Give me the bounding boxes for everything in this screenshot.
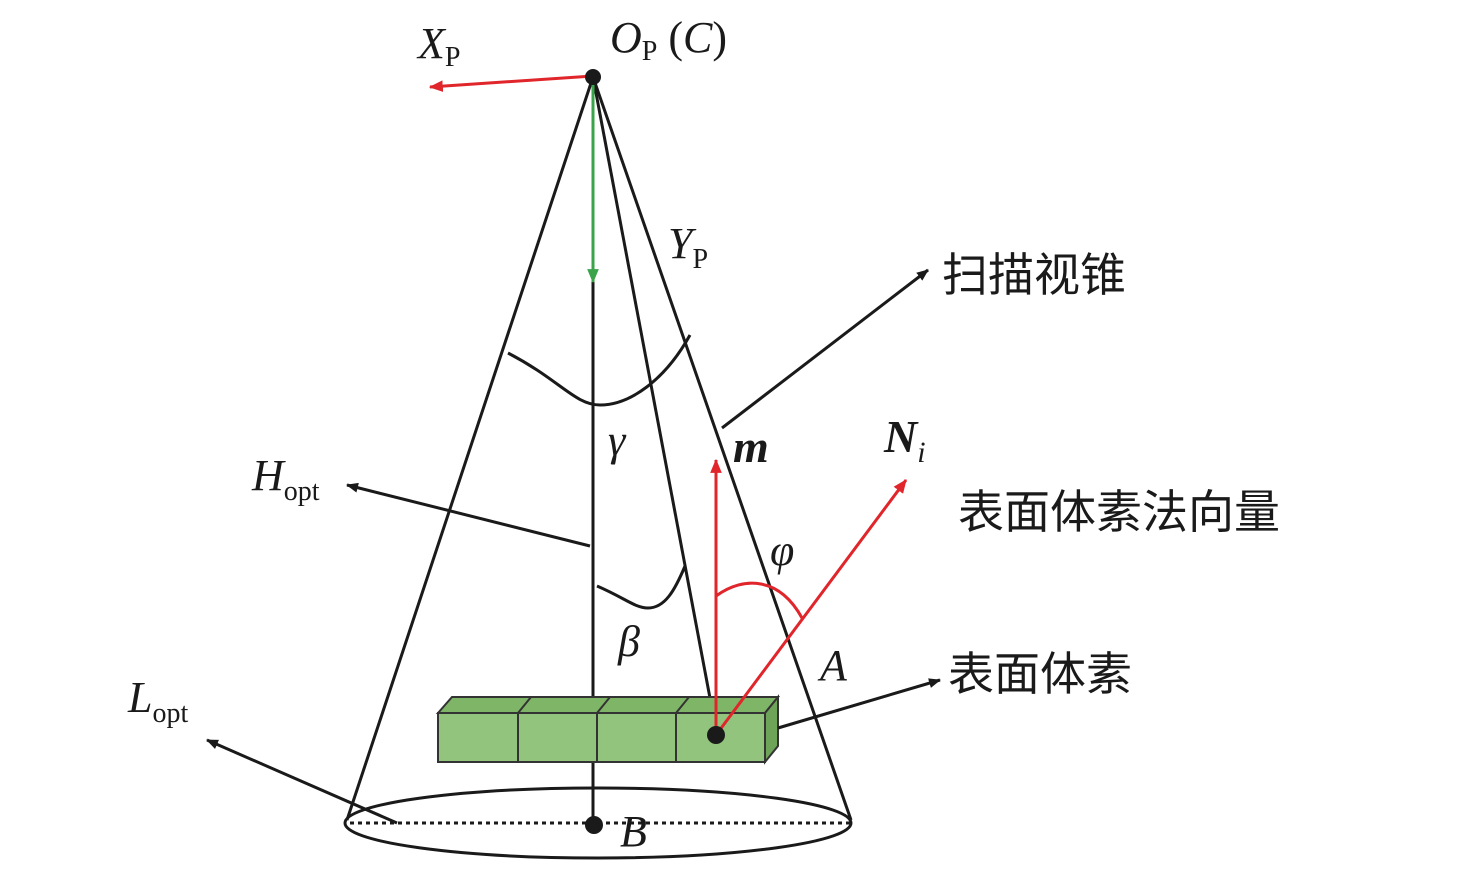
- cone-base-ellipse: [343, 786, 853, 860]
- beta-label: β: [617, 617, 640, 666]
- phi-label: φ: [770, 526, 794, 575]
- yp-label: YP: [668, 219, 708, 275]
- b-label: B: [620, 807, 647, 856]
- normal-label: Ni: [883, 411, 926, 469]
- voxel-top-divider: [517, 696, 532, 714]
- a-label: A: [817, 641, 848, 690]
- hopt-pointer-arrow: [346, 482, 591, 548]
- xp-label: XP: [416, 19, 460, 73]
- voxel-center-point: [707, 726, 725, 744]
- voxel-top-divider: [675, 696, 690, 714]
- origin-point: [585, 69, 601, 85]
- cone-right-edge: [591, 76, 853, 821]
- voxel-normal-label: 表面体素法向量: [958, 485, 1280, 539]
- hopt-label: Hopt: [251, 451, 320, 507]
- origin-label: OP (C): [610, 13, 727, 67]
- cone-left-edge: [345, 76, 595, 821]
- cone-inner-ray: [591, 76, 715, 715]
- surface-voxel-group: [435, 694, 781, 765]
- scan-cone-label: 扫描视锥: [942, 248, 1126, 302]
- base-center-point: [585, 816, 603, 834]
- surface-voxel-label: 表面体素: [948, 647, 1132, 701]
- scan-cone-pointer-arrow: [721, 268, 929, 430]
- m-label: m: [733, 421, 769, 472]
- gamma-label: γ: [608, 416, 627, 465]
- phi-arc: [715, 581, 804, 619]
- lopt-pointer-arrow: [206, 738, 398, 825]
- normal-vector-arrow: [714, 479, 908, 736]
- xp-axis-arrow: [428, 74, 594, 92]
- voxel-top-divider: [596, 696, 611, 714]
- beta-arc: [596, 565, 687, 610]
- lopt-label: Lopt: [127, 673, 188, 729]
- gamma-arc: [507, 334, 692, 407]
- voxel-pointer-arrow: [777, 678, 941, 730]
